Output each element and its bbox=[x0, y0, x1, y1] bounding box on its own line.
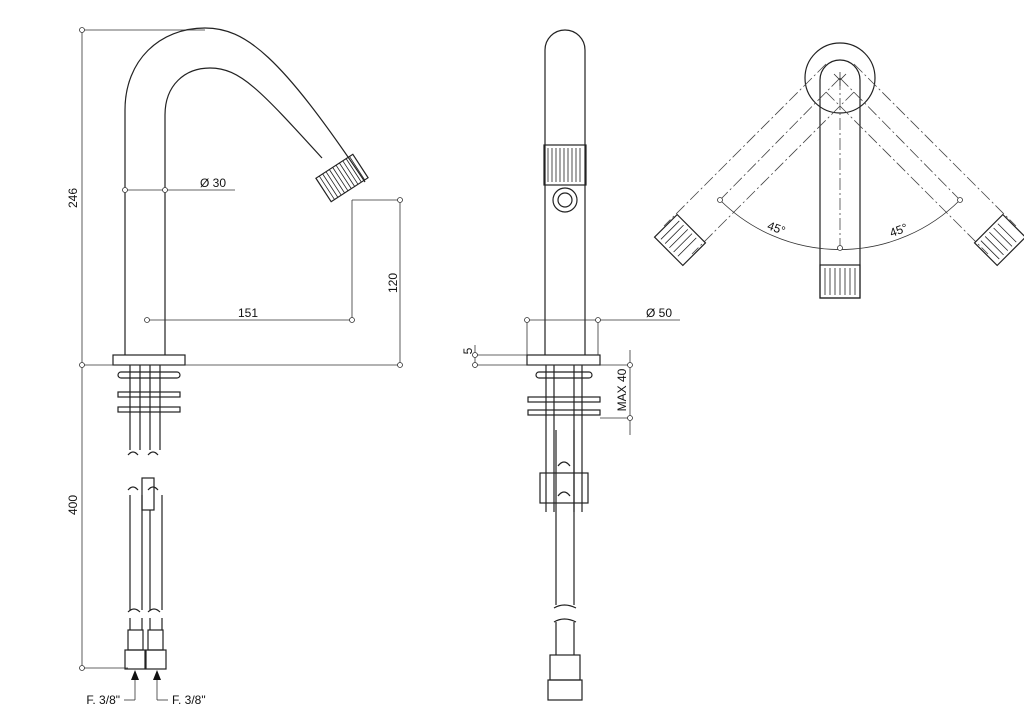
connection-arrows bbox=[131, 670, 161, 680]
front-knurl bbox=[543, 144, 587, 186]
base-plate bbox=[112, 354, 186, 366]
dim-spout-height: 120 bbox=[386, 273, 400, 293]
dim-base-diameter: Ø 50 bbox=[646, 306, 672, 320]
connection-label-left: F. 3/8" bbox=[86, 693, 120, 707]
front-pipe bbox=[544, 29, 586, 355]
side-dimension-lines bbox=[81, 29, 402, 701]
nozzle-knurl bbox=[315, 153, 369, 203]
spout-outer-outline bbox=[124, 27, 366, 355]
connection-label-right: F. 3/8" bbox=[172, 693, 206, 707]
center-mark-icon bbox=[833, 72, 847, 86]
front-base-plate bbox=[526, 354, 601, 366]
side-view: 246 400 Ø 30 151 120 F. 3/8" F. 3/8" bbox=[66, 27, 403, 707]
front-view: Ø 50 5 MAX 40 bbox=[461, 29, 680, 701]
dim-angle-right: 45° bbox=[888, 220, 910, 239]
dim-height-total: 246 bbox=[66, 188, 80, 208]
top-spout-center bbox=[819, 59, 861, 299]
mounting-studs bbox=[117, 365, 181, 670]
top-points bbox=[717, 197, 963, 251]
left-rotated-knurl bbox=[653, 213, 707, 267]
top-view: 45° 45° bbox=[653, 42, 1024, 299]
front-dimension-points bbox=[472, 317, 633, 421]
aerator-icon bbox=[552, 187, 578, 213]
spout-inner-outline bbox=[164, 67, 323, 355]
front-studs bbox=[527, 365, 601, 701]
dim-below-deck: 400 bbox=[66, 495, 80, 515]
rotated-spout-outlines bbox=[663, 63, 1017, 255]
dim-reach: 151 bbox=[238, 306, 258, 320]
dim-base-thickness: 5 bbox=[461, 347, 475, 354]
dim-pipe-diameter: Ø 30 bbox=[200, 176, 226, 190]
side-dimension-points bbox=[79, 27, 403, 671]
right-rotated-knurl bbox=[973, 213, 1024, 267]
dim-angle-left: 45° bbox=[765, 219, 787, 238]
dim-max-deck: MAX 40 bbox=[615, 368, 629, 411]
